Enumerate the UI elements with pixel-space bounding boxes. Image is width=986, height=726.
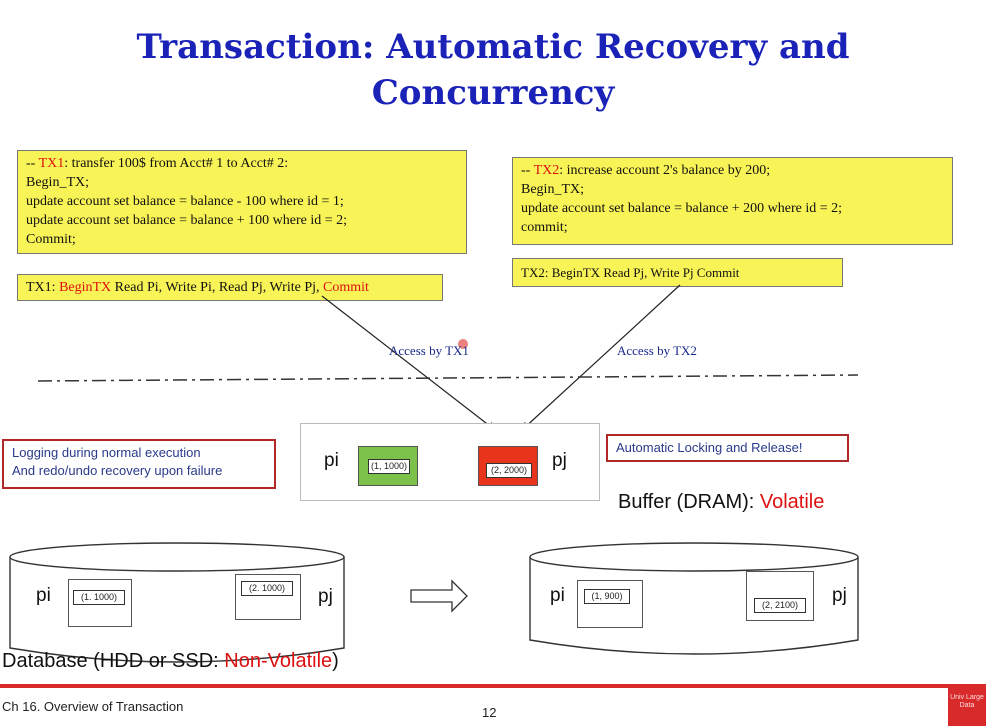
buffer-pi-value: (1, 1000) <box>368 459 410 474</box>
tx1-line: Commit; <box>26 232 76 247</box>
automatic-locking-note: Automatic Locking and Release! <box>606 434 849 462</box>
tx1-ops-box: TX1: BeginTX Read Pi, Write Pi, Read Pj,… <box>17 274 443 301</box>
db-after-pj-label: pj <box>832 585 847 606</box>
access-by-tx1-label: Access by TX1 <box>389 343 469 358</box>
footer-divider <box>0 684 986 688</box>
db-before-pi-label: pi <box>36 585 51 606</box>
db-after-pi-value: (1, 900) <box>584 589 630 604</box>
footer-chapter: Ch 16. Overview of Transaction <box>2 699 184 714</box>
db-before-page-pj: (2. 1000) <box>235 574 301 620</box>
tx1-sql-box: -- TX1: transfer 100$ from Acct# 1 to Ac… <box>17 150 467 254</box>
tx1-begin: BeginTX <box>59 280 112 295</box>
tx1-name: TX1 <box>38 156 65 171</box>
tx2-arrow <box>521 284 681 431</box>
tx2-sql-box: -- TX2: increase account 2's balance by … <box>512 157 953 245</box>
buffer-caption: Buffer (DRAM): Volatile <box>618 491 825 513</box>
tx1-line: update account set balance = balance - 1… <box>26 194 344 209</box>
tx1-arrow <box>321 295 496 431</box>
tx1-commit: Commit <box>323 280 369 295</box>
db-after-page-pj: (2, 2100) <box>746 571 814 621</box>
volatile-boundary-line <box>37 374 859 382</box>
database-caption: Database (HDD or SSD: Non-Volatile) <box>2 650 339 672</box>
tx2-ops-box: TX2: BeginTX Read Pj, Write Pj Commit <box>512 258 843 287</box>
transition-arrow-icon <box>410 579 468 613</box>
logging-recovery-note: Logging during normal execution And redo… <box>2 439 276 489</box>
footer-logo: Univ Large Data <box>948 688 986 726</box>
tx2-line: commit; <box>521 220 568 235</box>
tx1-line: update account set balance = balance + 1… <box>26 213 348 228</box>
page-number: 12 <box>482 705 497 720</box>
tx2-comment: -- TX2: increase account 2's balance by … <box>521 163 771 178</box>
tx2-line: Begin_TX; <box>521 182 584 197</box>
slide-title: Transaction: Automatic Recovery and Conc… <box>0 24 986 116</box>
access-by-tx2-label: Access by TX2 <box>617 343 697 358</box>
cursor-pointer-icon <box>458 339 468 349</box>
db-after-pi-label: pi <box>550 585 565 606</box>
db-after-pj-value: (2, 2100) <box>754 598 806 613</box>
tx2-line: update account set balance = balance + 2… <box>521 201 843 216</box>
buffer-panel <box>300 423 600 501</box>
buffer-pi-label: pi <box>324 450 339 471</box>
non-volatile-highlight: Non-Volatile <box>224 650 333 672</box>
buffer-page-pj: (2, 2000) <box>478 446 538 486</box>
db-after-page-pi: (1, 900) <box>577 580 643 628</box>
tx1-comment: -- TX1: transfer 100$ from Acct# 1 to Ac… <box>26 156 289 171</box>
db-before-pj-value: (2. 1000) <box>241 581 293 596</box>
tx1-line: Begin_TX; <box>26 175 89 190</box>
volatile-highlight: Volatile <box>759 491 825 513</box>
buffer-page-pi: (1, 1000) <box>358 446 418 486</box>
buffer-pj-value: (2, 2000) <box>486 463 532 478</box>
tx2-name: TX2 <box>533 163 560 178</box>
title-line-2: Concurrency <box>371 73 615 113</box>
title-line-1: Transaction: Automatic Recovery and <box>136 27 850 67</box>
buffer-pj-label: pj <box>552 450 567 471</box>
db-before-page-pi: (1. 1000) <box>68 579 132 627</box>
db-before-pj-label: pj <box>318 586 333 607</box>
db-before-pi-value: (1. 1000) <box>73 590 125 605</box>
